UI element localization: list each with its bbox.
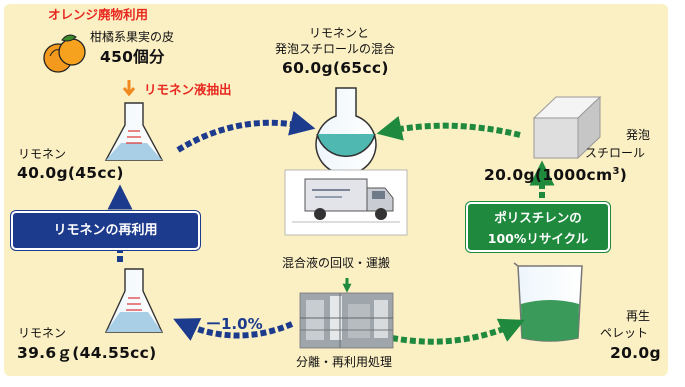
processing-plant-photo [299,292,394,349]
mixture-amount: 60.0g(65cc) [282,59,389,77]
orange-waste-heading: オレンジ廃物利用 [48,7,149,22]
limonene-top-name: リモネン [18,147,67,161]
collection-label: 混合液の回収・運搬 [282,256,391,270]
loss-label: ー1.0% [206,315,263,333]
arrow-separation-to-limonene [173,318,294,341]
extraction-label: リモネン液抽出 [144,82,232,97]
flask-top-icon [104,102,164,161]
limonene-reuse-badge: リモネンの再利用 [11,211,200,250]
arrow-limonene-to-mixer [176,110,316,153]
recycle-badge-line2: 100%リサイクル [487,231,589,246]
arrow-separation-to-pellet [391,318,525,345]
peel-count: 450個分 [100,48,165,66]
mixture-label-line1: リモネンと [309,26,370,40]
limonene-bottom-name: リモネン [18,326,67,340]
mixture-label-line2: 発泡スチロールの混合 [275,42,396,56]
extract-arrow-icon [122,80,136,97]
round-flask-icon [315,87,377,175]
peel-source-label: 柑橘系果実の皮 [90,30,175,44]
limonene-top-amount: 40.0g(45cc) [17,164,124,182]
pellet-amount: 20.0g [610,344,661,362]
arrow-styrofoam-to-mixer [376,116,521,141]
pellet-beaker-icon [513,262,583,342]
styrofoam-cube-icon [532,95,602,160]
separation-label: 分離・再利用処理 [296,355,393,369]
pellet-label-line2: ペレット [600,326,649,340]
pellet-label-line1: 再生 [626,309,651,323]
polystyrene-recycle-badge: ポリスチレンの 100%リサイクル [466,202,610,252]
truck-photo [284,169,408,236]
orange-icon [43,34,86,73]
styrofoam-label-line1: 発泡 [626,128,651,142]
limonene-bottom-amount: 39.6ｇ(44.55cc) [17,344,157,362]
styrofoam-amount: 20.0g(1000cm3) [484,166,628,185]
recycle-badge-line1: ポリスチレンの [494,210,582,225]
flask-bottom-icon [104,268,164,333]
styrofoam-label-line2: スチロール [585,146,646,160]
